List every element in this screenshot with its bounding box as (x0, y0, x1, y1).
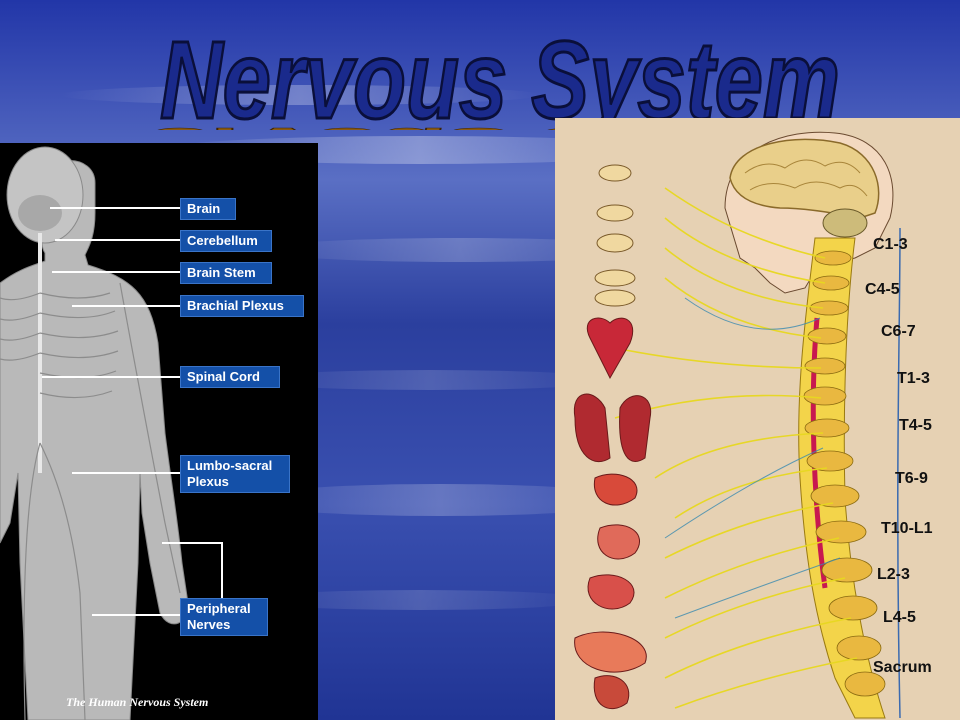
label-cerebellum: Cerebellum (180, 230, 272, 252)
body-outline-illustration (0, 146, 223, 720)
segment-sacrum: Sacrum (873, 659, 932, 676)
segment-c1-3: C1-3 (873, 236, 908, 253)
label-peripheral-nerves: Peripheral Nerves (180, 598, 268, 636)
segment-c4-5: C4-5 (865, 281, 900, 298)
segment-t4-5: T4-5 (899, 417, 932, 434)
segment-l2-3: L2-3 (877, 566, 910, 583)
title-shadow: Nervous System (150, 123, 850, 130)
spine-organs-illustration (573, 131, 901, 719)
segment-t6-9: T6-9 (895, 470, 928, 487)
figure-caption: The Human Nervous System (66, 695, 209, 709)
label-brain: Brain (180, 198, 236, 220)
label-brain-stem: Brain Stem (180, 262, 272, 284)
human-nervous-system-figure: Brain Cerebellum Brain Stem Brachial Ple… (0, 143, 318, 720)
segment-t10-l1: T10-L1 (881, 520, 933, 537)
segment-t1-3: T1-3 (897, 370, 930, 387)
title-text: Nervous System (160, 19, 840, 130)
segment-c6-7: C6-7 (881, 323, 916, 340)
label-lumbo-sacral-plexus: Lumbo-sacral Plexus (180, 455, 290, 493)
label-brachial-plexus: Brachial Plexus (180, 295, 304, 317)
slide-title: Nervous System Nervous System (150, 10, 850, 131)
segment-l4-5: L4-5 (883, 609, 916, 626)
label-spinal-cord: Spinal Cord (180, 366, 280, 388)
spinal-nerves-figure: C1-3 C4-5 C6-7 T1-3 T4-5 T6-9 T10-L1 L2-… (555, 118, 960, 720)
